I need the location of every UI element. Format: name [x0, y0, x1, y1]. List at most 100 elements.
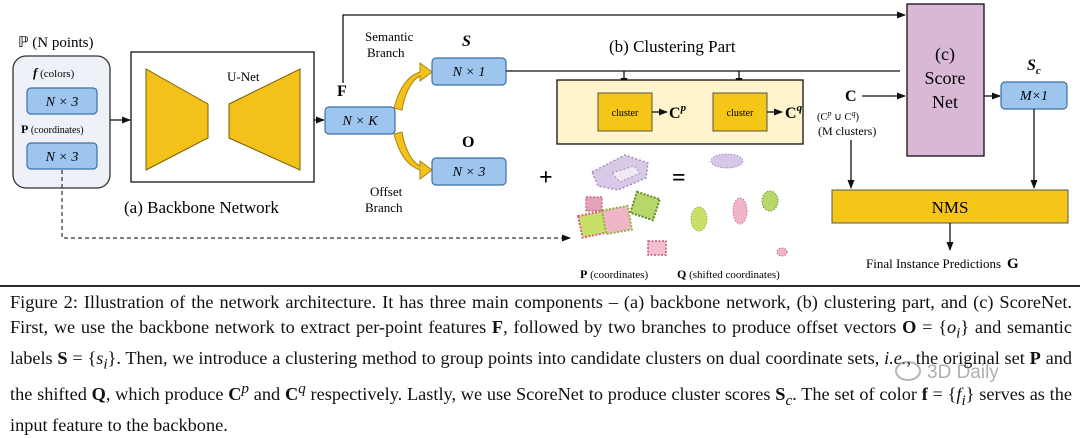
caption-text-12: . The set of color: [792, 384, 922, 405]
c-union: (Cp ∪ Cq): [817, 109, 859, 123]
figure-caption: Figure 2: Illustration of the network ar…: [10, 290, 1072, 438]
cp-symbol: C: [669, 105, 681, 122]
caption-Cq: C: [284, 384, 299, 405]
features-dims: N × K: [341, 114, 378, 129]
f-label: (colors): [37, 68, 74, 80]
caption-text-8: and the shifted: [10, 347, 1072, 405]
caption-fi: f: [956, 384, 962, 405]
caption-f: f: [921, 384, 928, 405]
offset-branch-label-1: Offset: [370, 184, 403, 199]
cq-output: Cq: [785, 102, 803, 122]
caption-S: S: [57, 347, 68, 368]
nms-label: NMS: [932, 198, 969, 217]
offset-dims: N × 3: [452, 165, 486, 180]
p-dims-box: [26, 142, 98, 170]
caption-P: P: [1029, 347, 1041, 368]
caption-Cq-sup: q: [298, 380, 306, 398]
offset-dims-box: [431, 157, 507, 186]
backbone-caption: (a) Backbone Network: [124, 198, 279, 217]
caption-text-10: and: [249, 384, 285, 405]
final-symbol: G: [1007, 256, 1019, 272]
caption-O: O: [902, 316, 917, 337]
scorenet-box: [906, 3, 985, 157]
semantic-branch-label-2: Branch: [367, 45, 405, 60]
caption-text-4: } and semantic labels: [10, 316, 1072, 368]
caption-Cp-sup: p: [241, 380, 250, 398]
caption-text-1: Figure 2: Illustration of the network ar…: [10, 292, 1072, 337]
offset-branch-label-2: Branch: [365, 200, 403, 215]
unet-encoder: [145, 68, 209, 171]
caption-Cp: C: [228, 384, 242, 405]
cluster-q-label: cluster: [727, 108, 754, 119]
figure-caption-divider: [0, 285, 1080, 287]
offset-branch-arrow: [393, 131, 433, 180]
caption-Sc-sub: c: [785, 391, 793, 409]
cluster-p-label: cluster: [612, 108, 639, 119]
shifted-point-cloud: [690, 153, 788, 257]
sc-sub: c: [1036, 65, 1041, 77]
caption-text-3: = {: [916, 316, 947, 337]
cluster-p-box: [597, 92, 653, 132]
sc-main: S: [1027, 57, 1036, 74]
cluster-q-box: [712, 92, 768, 132]
p-dims: N × 3: [45, 150, 79, 165]
sc-symbol: Sc: [1027, 57, 1041, 77]
scorenet-label-2: Score: [925, 68, 966, 88]
watermark-text: 3D Daily: [927, 362, 999, 383]
caption-text-5: = {: [67, 347, 97, 368]
caption-text-2: , followed by two branches to produce of…: [503, 316, 903, 337]
cq-sup: q: [797, 102, 803, 114]
shifted-coordinates-caption: Q (shifted coordinates): [677, 267, 780, 281]
p-symbol: P: [21, 122, 28, 136]
caption-si-sub: i: [103, 355, 108, 373]
original-point-cloud: [576, 154, 667, 256]
unet-decoder: [228, 68, 301, 171]
c-union-cup: ∪ C: [832, 112, 852, 123]
plus-sign: +: [539, 165, 553, 191]
features-dims-box: [324, 106, 396, 135]
q-caption-text: (shifted coordinates): [686, 269, 780, 281]
final-predictions: Final Instance Predictions G: [866, 256, 1019, 272]
caption-text-9: , which produce: [105, 384, 229, 405]
architecture-diagram: ℙ (N points) f (colors) N × 3 P (coordin…: [12, 3, 1069, 281]
features-to-scorenet-arrow: [342, 11, 906, 83]
scorenet-label-1: (c): [935, 44, 955, 65]
c-union-open: (C: [817, 112, 828, 123]
original-coordinates-caption: P (coordinates): [580, 267, 648, 281]
cp-sup: p: [680, 102, 687, 114]
wechat-icon: [895, 361, 921, 381]
f-colors-label: f (colors): [33, 65, 75, 80]
caption-text-11: respectively. Lastly, we use ScoreNet to…: [305, 384, 776, 405]
caption-text-6: }. Then, we introduce a clustering metho…: [107, 347, 885, 368]
q-caption-symbol: Q: [677, 267, 686, 281]
cp-output: Cp: [669, 102, 687, 122]
input-title: ℙ (N points): [18, 35, 94, 51]
caption-F: F: [491, 316, 504, 337]
semantic-symbol: S: [462, 33, 471, 50]
caption-Sc: S: [775, 384, 786, 405]
c-count: (M clusters): [818, 124, 876, 138]
semantic-dims: N × 1: [452, 65, 486, 80]
p-label: (coordinates): [28, 125, 83, 136]
coordinates-dashed-link: [61, 170, 571, 242]
caption-si: s: [96, 347, 104, 368]
clustering-title: (b) Clustering Part: [609, 37, 736, 56]
f-symbol: f: [33, 65, 39, 80]
features-symbol: F: [337, 83, 347, 100]
unet-label: U-Net: [227, 69, 260, 84]
final-label: Final Instance Predictions: [866, 256, 1001, 271]
c-symbol: C: [845, 88, 857, 105]
watermark: 3D Daily: [895, 361, 999, 384]
scorenet-label-3: Net: [932, 92, 958, 112]
caption-fi-sub: i: [961, 391, 966, 409]
semantic-branch-label-1: Semantic: [365, 29, 414, 44]
semantic-branch-arrow: [393, 62, 433, 111]
p-caption-symbol: P: [580, 267, 587, 281]
sc-dims: M×1: [1019, 89, 1048, 104]
f-dims-box: [26, 87, 98, 115]
f-dims: N × 3: [45, 95, 79, 110]
nms-box: [831, 189, 1069, 224]
caption-oi: o: [946, 316, 957, 337]
caption-oi-sub: i: [956, 324, 961, 342]
c-union-close: ): [855, 112, 859, 123]
